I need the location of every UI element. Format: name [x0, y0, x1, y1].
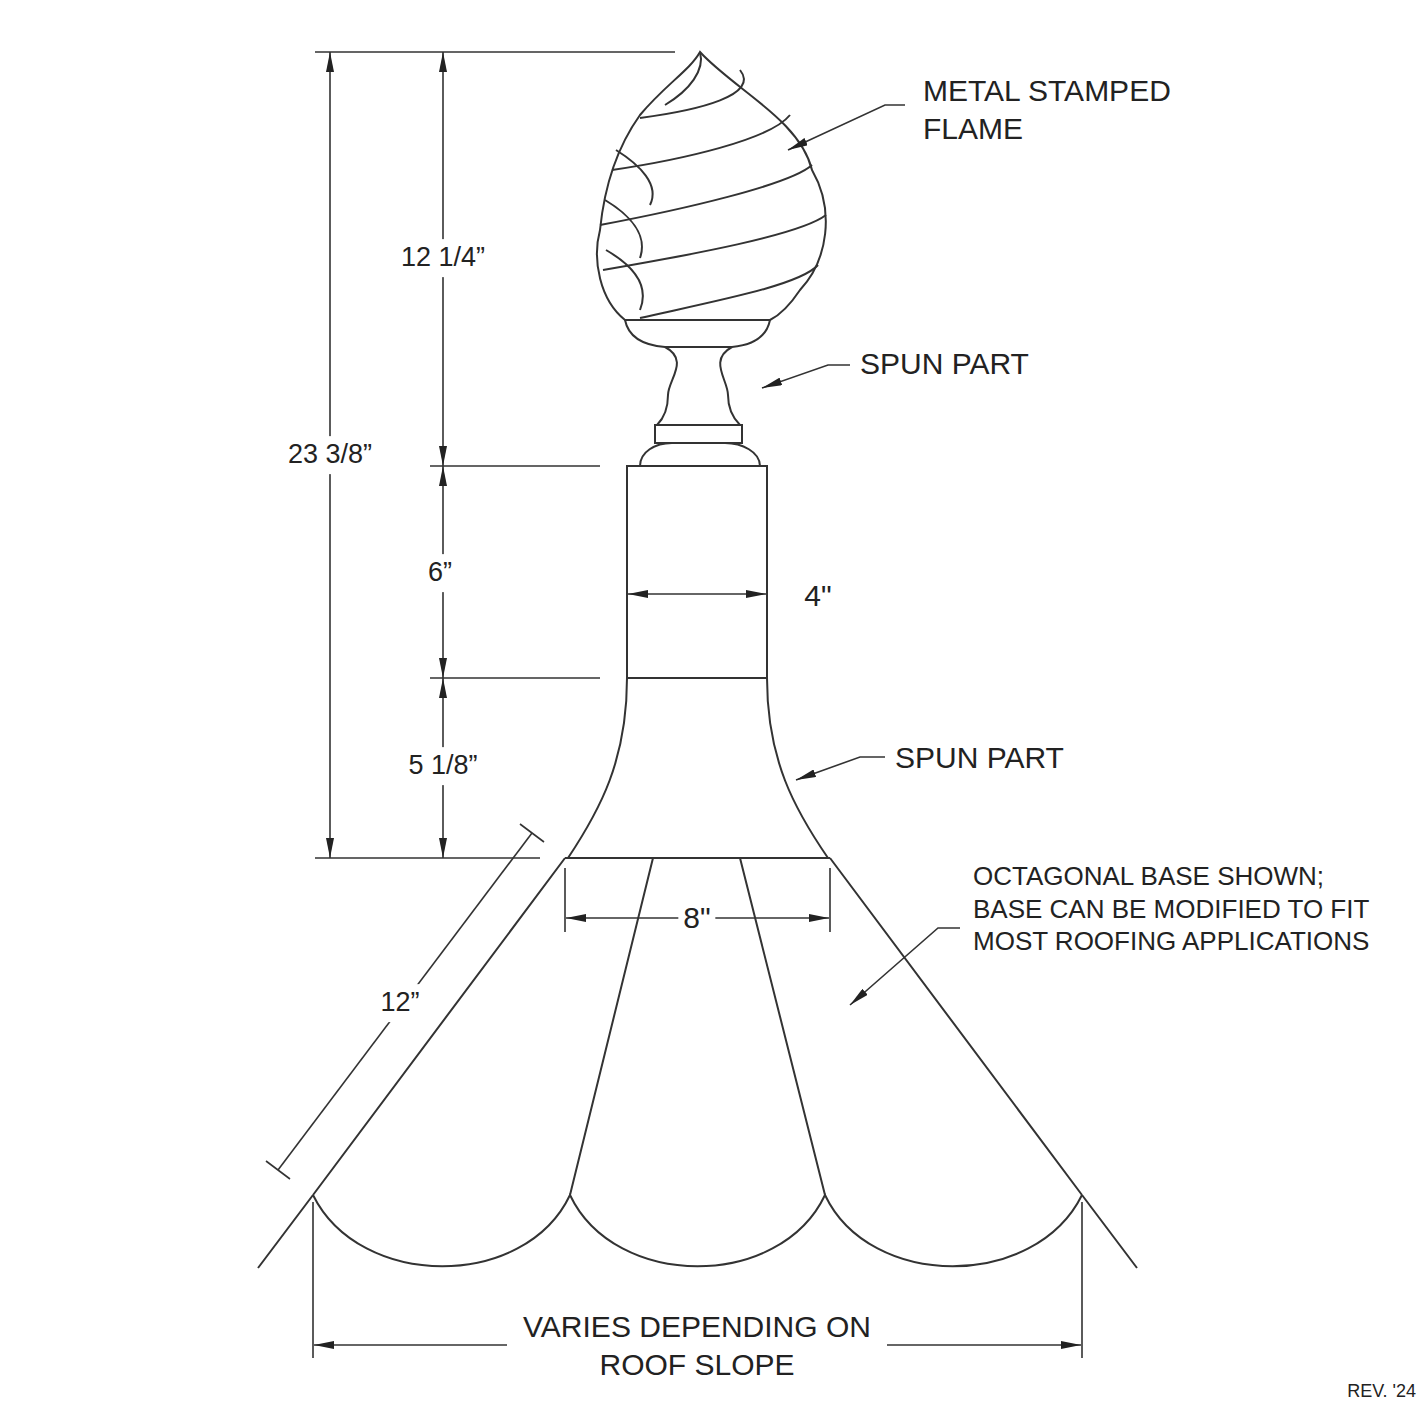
octagonal-base: [313, 858, 1082, 1195]
dimension-text: VARIES DEPENDING ON ROOF SLOPE: [507, 1306, 887, 1385]
flame: [597, 52, 826, 320]
flame-groove: [665, 52, 701, 105]
flame-groove: [640, 70, 744, 118]
scallop-edge: [313, 1195, 1082, 1266]
flame-groove: [612, 115, 790, 170]
flame-groove: [640, 265, 818, 318]
part-label: SPUN PART: [855, 343, 1034, 385]
dimension-text: 12 1/4”: [396, 239, 490, 277]
dimension-line: [628, 593, 766, 595]
flame-groove: [616, 150, 653, 205]
dimension-text: 5 1/8”: [403, 747, 482, 785]
cylinder: [627, 466, 767, 678]
leader-line: [788, 105, 905, 150]
leader-line: [796, 757, 885, 780]
dimension-text: 23 3/8”: [283, 436, 377, 474]
part-label: METAL STAMPED FLAME: [918, 70, 1228, 149]
dimension-text: 4": [799, 575, 836, 617]
dimension-line: [278, 833, 532, 1170]
finial-outline: [258, 52, 1137, 1268]
leader-line: [762, 365, 850, 388]
spun-collar: [655, 425, 742, 443]
part-label: SPUN PART: [890, 737, 1069, 779]
leaders: [762, 105, 960, 1005]
dimension-text: 8": [678, 897, 715, 939]
leader-line: [850, 928, 960, 1005]
dimension-text: 6”: [423, 554, 457, 592]
dimension-tick: [266, 824, 544, 1179]
spun-dome: [640, 443, 760, 466]
spun-cup: [625, 320, 770, 347]
flame-groove: [603, 215, 826, 270]
dimension-text: 12”: [375, 984, 424, 1022]
roof-line: [258, 1195, 1137, 1268]
dimensions: [266, 52, 1082, 1358]
flame-groove: [605, 200, 642, 258]
revision-note: REV. '24: [1342, 1378, 1421, 1402]
spun-flare: [568, 678, 828, 858]
flame-groove: [606, 250, 643, 310]
note-text: OCTAGONAL BASE SHOWN; BASE CAN BE MODIFI…: [968, 858, 1393, 960]
spun-neck: [657, 347, 740, 425]
flame-groove: [600, 165, 812, 225]
